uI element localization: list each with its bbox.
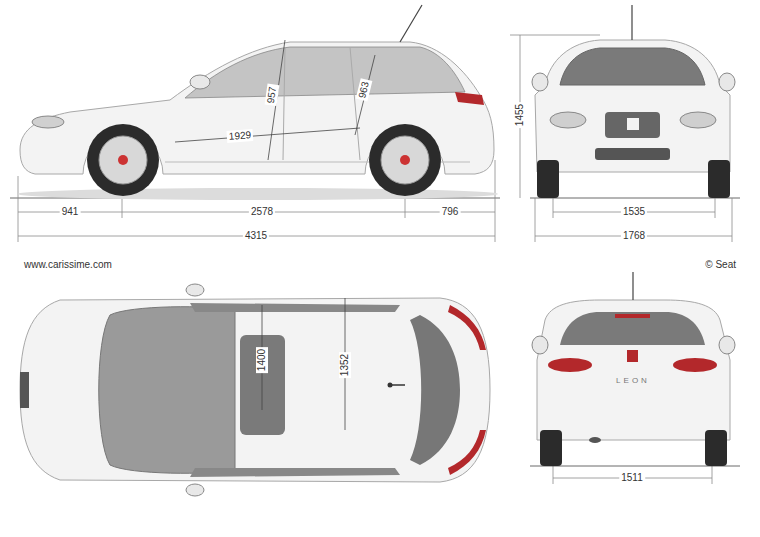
copyright: © Seat bbox=[703, 259, 738, 271]
hub bbox=[118, 155, 128, 165]
exhaust bbox=[589, 437, 601, 443]
dimension-value: 941 bbox=[60, 206, 81, 218]
dimension-value: 1511 bbox=[619, 472, 645, 484]
antenna bbox=[388, 383, 393, 388]
extension-line bbox=[732, 198, 733, 242]
antenna bbox=[400, 5, 422, 42]
headlight bbox=[550, 112, 586, 128]
tire bbox=[705, 430, 727, 466]
rim bbox=[99, 136, 147, 184]
mirror bbox=[186, 484, 204, 496]
antenna bbox=[631, 5, 632, 40]
door-line bbox=[350, 47, 360, 160]
dimension-value: 1535 bbox=[621, 206, 647, 218]
side-view bbox=[18, 5, 498, 200]
dimension-value: 4315 bbox=[243, 230, 269, 242]
window bbox=[185, 47, 465, 98]
logo bbox=[627, 350, 638, 362]
front-view bbox=[532, 5, 735, 198]
dimension-line bbox=[355, 55, 375, 135]
mirror bbox=[719, 336, 735, 354]
windshield bbox=[99, 307, 235, 474]
tire bbox=[537, 160, 559, 198]
taillight bbox=[548, 358, 592, 372]
extension-line bbox=[553, 198, 554, 218]
badge-text: LEON bbox=[614, 375, 652, 387]
lower-grille bbox=[595, 148, 670, 160]
dimension-value: 1929 bbox=[226, 129, 253, 143]
taillight bbox=[455, 92, 484, 105]
grille bbox=[605, 112, 660, 138]
mirror bbox=[532, 73, 548, 91]
mirror bbox=[532, 336, 548, 354]
extension-line bbox=[510, 35, 600, 36]
dimension-value: 1455 bbox=[514, 102, 526, 128]
antenna bbox=[632, 272, 633, 300]
dimension-value: 1768 bbox=[621, 230, 647, 242]
mirror bbox=[190, 75, 210, 89]
rim bbox=[381, 136, 429, 184]
brake-light bbox=[615, 314, 650, 318]
taillight bbox=[673, 358, 717, 372]
headlight bbox=[680, 112, 716, 128]
dimension-line bbox=[175, 128, 360, 142]
extension-line bbox=[535, 198, 536, 242]
dimension-value: 1400 bbox=[256, 347, 268, 373]
dimension-value: 963 bbox=[356, 79, 373, 102]
tire bbox=[540, 430, 562, 466]
mirror bbox=[719, 73, 735, 91]
taillight bbox=[448, 430, 486, 475]
dimension-lines bbox=[10, 35, 740, 484]
ground-line bbox=[530, 198, 740, 199]
hub bbox=[400, 155, 410, 165]
headlight bbox=[32, 116, 64, 128]
extension-line bbox=[18, 176, 19, 242]
car-body bbox=[537, 300, 730, 440]
watermark: www.carissime.com bbox=[22, 259, 114, 271]
rear-window bbox=[560, 312, 705, 345]
side-window bbox=[190, 468, 400, 477]
door-line bbox=[283, 47, 285, 160]
taillight bbox=[448, 305, 486, 350]
tire bbox=[369, 124, 441, 196]
mirror bbox=[186, 284, 204, 296]
car-body bbox=[535, 40, 730, 172]
side-window bbox=[190, 303, 400, 312]
tire bbox=[87, 124, 159, 196]
rear-view bbox=[532, 272, 735, 466]
dimension-value: 1352 bbox=[339, 352, 351, 378]
extension-line bbox=[715, 198, 716, 218]
dimension-value: 2578 bbox=[249, 206, 275, 218]
shadow bbox=[18, 188, 498, 200]
rear-window bbox=[410, 315, 460, 465]
windshield bbox=[560, 48, 705, 85]
tire bbox=[708, 160, 730, 198]
dimension-value: 957 bbox=[265, 84, 280, 106]
logo bbox=[627, 118, 639, 130]
extension-line bbox=[495, 160, 496, 242]
car-body bbox=[20, 298, 490, 482]
top-view bbox=[20, 284, 490, 496]
logo bbox=[20, 372, 29, 408]
dimension-value: 796 bbox=[440, 206, 461, 218]
sunroof bbox=[240, 335, 285, 435]
